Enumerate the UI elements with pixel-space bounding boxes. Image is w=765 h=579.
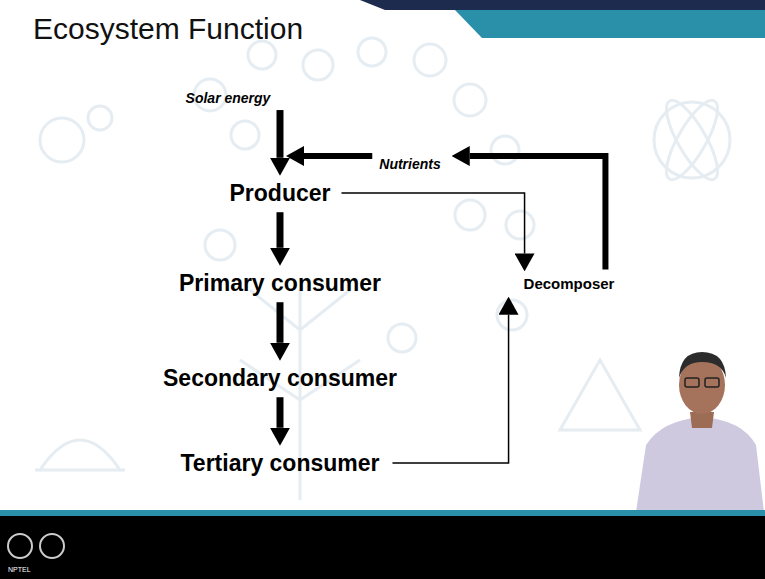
- flow-arrow: [276, 397, 283, 428]
- watermark-icon: [491, 136, 519, 164]
- flow-arrow: [304, 153, 372, 159]
- atom-watermark: [657, 94, 726, 186]
- flow-arrow: [276, 302, 283, 343]
- slide-title: Ecosystem Function: [33, 12, 303, 46]
- watermark-icon: [303, 50, 333, 80]
- watermark-icon: [454, 84, 486, 116]
- presenter-figure: [636, 352, 764, 512]
- node-text: Solar energy: [186, 90, 271, 106]
- watermark-icon: [231, 121, 259, 149]
- flow-arrow: [341, 193, 524, 253]
- helmet-watermark: [35, 440, 125, 470]
- header-bar: [360, 0, 765, 10]
- flow-arrow: [276, 212, 283, 248]
- flow-arrow: [392, 315, 508, 463]
- presenter-neck: [690, 412, 714, 428]
- watermark-icon: [414, 44, 446, 76]
- watermark-icon: [248, 41, 276, 69]
- footer-bar: [0, 516, 765, 579]
- presenter-glasses: [705, 378, 719, 387]
- flow-arrow: [470, 156, 606, 269]
- watermark-icon: [506, 211, 534, 239]
- node-text: Decomposer: [524, 275, 615, 292]
- logo-caption: NPTEL: [8, 566, 31, 573]
- trophic-level: Producer: [227, 178, 334, 208]
- gear-watermark: [88, 106, 112, 130]
- presenter-shirt: [636, 417, 764, 512]
- presenter-glasses: [685, 378, 699, 387]
- energy-source: Solar energy: [183, 88, 274, 108]
- trophic-level: Secondary consumer: [160, 363, 400, 393]
- header-stripe: [455, 10, 765, 38]
- atom-watermark: [657, 94, 726, 186]
- node-text: Tertiary consumer: [181, 450, 380, 476]
- presenter-hair: [679, 352, 726, 378]
- watermark-icons: [35, 38, 730, 500]
- nutrient-pool: Nutrients: [376, 154, 443, 174]
- gear-watermark: [40, 118, 84, 162]
- node-text: Nutrients: [379, 156, 440, 172]
- flow-arrow: [276, 110, 283, 158]
- node-text: Secondary consumer: [163, 365, 397, 391]
- institute-logo: [8, 534, 32, 558]
- watermark-icon: [455, 200, 485, 230]
- watermark-icon: [205, 230, 235, 260]
- node-text: Producer: [230, 180, 331, 206]
- nptel-logo: [40, 534, 64, 558]
- footer-stripe: [0, 510, 765, 516]
- trophic-level: Primary consumer: [176, 268, 384, 298]
- watermark-icon: [388, 324, 416, 352]
- watermark-icon: [497, 300, 527, 330]
- flask-watermark: [560, 360, 640, 430]
- node-text: Primary consumer: [179, 270, 381, 296]
- trophic-level: Tertiary consumer: [178, 448, 383, 478]
- watermark-icon: [358, 38, 386, 66]
- decomposer-node: Decomposer: [521, 273, 618, 294]
